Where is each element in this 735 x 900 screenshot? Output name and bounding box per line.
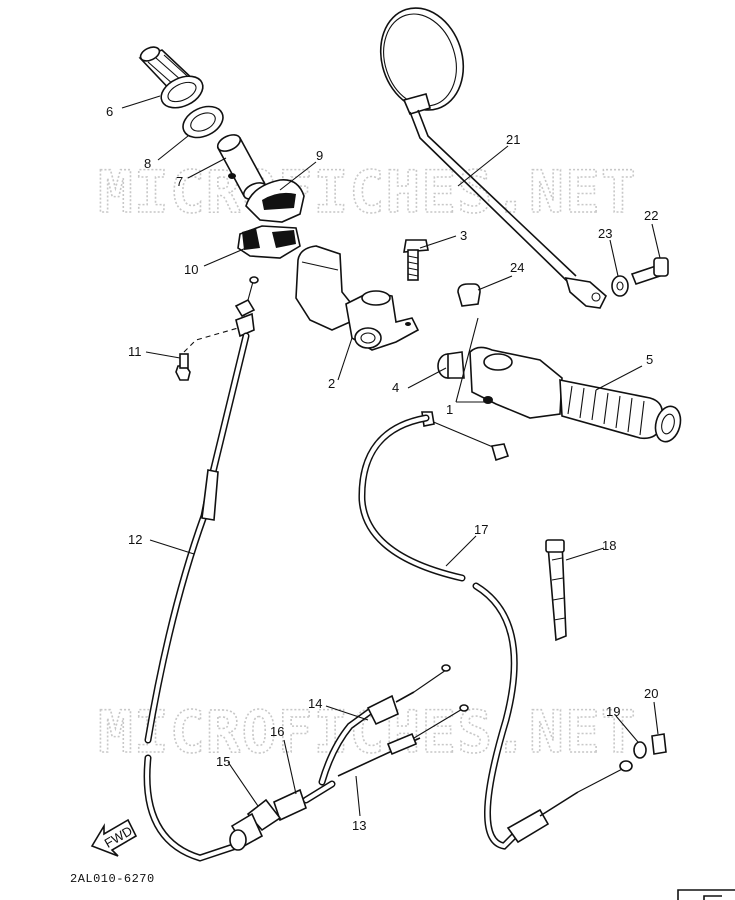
junction-16 bbox=[273, 788, 307, 822]
ring-8 bbox=[182, 105, 224, 139]
part-label: 10 bbox=[184, 262, 198, 277]
watermark-bottom: MICROFICHES.NET bbox=[98, 698, 637, 766]
cable-tie-18 bbox=[545, 539, 567, 642]
part-label: 11 bbox=[128, 344, 142, 359]
nut-20 bbox=[651, 733, 667, 755]
part-label: 18 bbox=[602, 538, 616, 553]
bolt-22 bbox=[630, 257, 669, 285]
part-label: 12 bbox=[128, 532, 142, 547]
grip-6 bbox=[138, 46, 204, 109]
part-label: 4 bbox=[392, 380, 399, 395]
bolt-3 bbox=[403, 239, 429, 281]
part-label: 1 bbox=[446, 402, 453, 417]
part-label: 7 bbox=[176, 174, 183, 189]
part-label: 22 bbox=[644, 208, 658, 223]
plug-4 bbox=[437, 351, 465, 379]
watermark-top: MICROFICHES.NET bbox=[98, 158, 637, 226]
part-label: 21 bbox=[506, 132, 520, 147]
housing-10 bbox=[237, 225, 301, 259]
junction-15 bbox=[229, 798, 282, 851]
part-label: 23 bbox=[598, 226, 612, 241]
part-label: 13 bbox=[352, 818, 366, 833]
screw-11 bbox=[175, 353, 191, 381]
part-label: 16 bbox=[270, 724, 284, 739]
part-label: 3 bbox=[460, 228, 467, 243]
washer-23 bbox=[611, 275, 629, 297]
part-label: 14 bbox=[308, 696, 322, 711]
part-label: 2 bbox=[328, 376, 335, 391]
part-label: 20 bbox=[644, 686, 658, 701]
part-label: 8 bbox=[144, 156, 151, 171]
housing-9 bbox=[245, 179, 305, 223]
part-label: 17 bbox=[474, 522, 488, 537]
cap-24 bbox=[457, 283, 481, 307]
part-label: 24 bbox=[510, 260, 524, 275]
forward-arrow: FWD bbox=[90, 818, 138, 857]
part-label: 9 bbox=[316, 148, 323, 163]
mirror-assembly bbox=[379, 7, 607, 309]
throttle-grip-5 bbox=[469, 346, 682, 443]
part-label: 19 bbox=[606, 704, 620, 719]
part-label: 15 bbox=[216, 754, 230, 769]
part-label: 6 bbox=[106, 104, 113, 119]
washer-19 bbox=[633, 741, 647, 759]
diagram-code: 2AL010-6270 bbox=[70, 872, 155, 886]
part-label: 5 bbox=[646, 352, 653, 367]
throttle-housing-2 bbox=[295, 245, 420, 351]
